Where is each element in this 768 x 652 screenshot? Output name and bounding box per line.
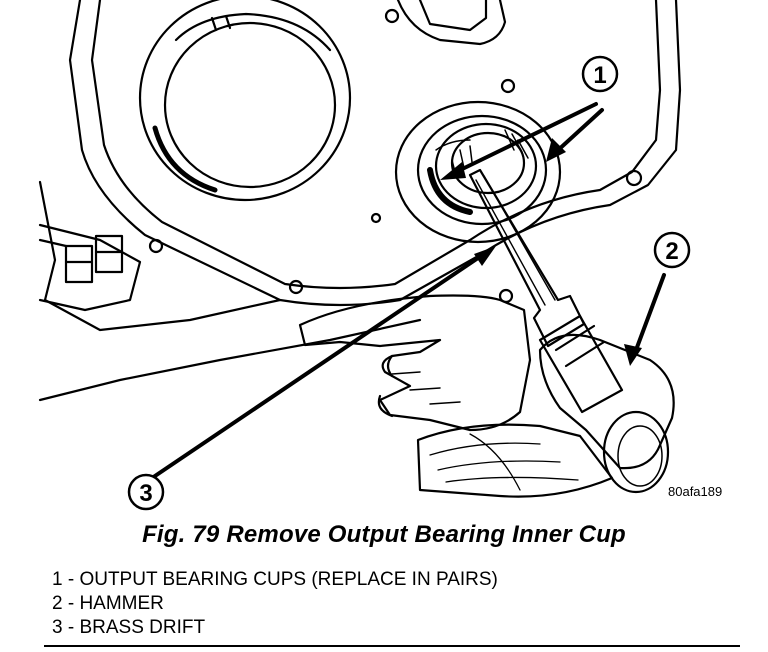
shift-detail	[38, 238, 124, 264]
bolt-hole	[370, 212, 382, 224]
callout-2-number: 2	[665, 238, 678, 265]
brass-drift-highlight	[475, 179, 546, 306]
arrowhead	[440, 162, 466, 180]
case-housing-inner-outline	[90, 0, 662, 290]
arrowhead	[624, 344, 642, 366]
callout-3-number: 3	[139, 480, 152, 507]
large-bore-outer	[138, 0, 352, 202]
figure-caption: Fig. 79 Remove Output Bearing Inner Cup	[142, 521, 626, 548]
shift-block	[94, 234, 124, 274]
case-bottom-edge	[38, 318, 422, 402]
output-bore-outer	[394, 100, 562, 244]
bore-shading	[435, 139, 471, 151]
legend-item: 2 - HAMMER	[52, 593, 164, 614]
arrowhead	[474, 246, 496, 266]
hammer-head	[538, 333, 675, 470]
arrowhead	[546, 138, 566, 162]
legend-item: 3 - BRASS DRIFT	[52, 617, 206, 638]
legend-item: 1 - OUTPUT BEARING CUPS (REPLACE IN PAIR…	[52, 569, 498, 590]
wood-block	[416, 423, 614, 498]
bolt-hole	[384, 8, 400, 24]
callout-1: 1	[581, 55, 619, 93]
figure-id: 80afa189	[668, 484, 723, 499]
leader-line-3	[150, 252, 486, 480]
bolt-hole	[288, 279, 304, 295]
output-bearing-cup	[434, 122, 538, 210]
legend-list: 1 - OUTPUT BEARING CUPS (REPLACE IN PAIR…	[52, 568, 498, 640]
large-bore-shadow	[152, 125, 218, 193]
leader-line-1a	[450, 102, 598, 176]
wood-grain	[429, 433, 579, 491]
finger-crease	[391, 371, 461, 405]
hand	[298, 294, 532, 432]
bolt-hole	[625, 169, 643, 187]
hammer-handle-band	[554, 324, 606, 368]
hammer-handle	[538, 314, 624, 414]
leader-line-1b	[554, 108, 604, 154]
hammer-face	[602, 410, 670, 494]
finger-outline	[377, 354, 394, 418]
bolt-hole	[148, 238, 164, 254]
case-rib	[418, 0, 488, 32]
callout-2: 2	[653, 231, 691, 269]
shift-block	[64, 244, 94, 284]
shift-lever	[38, 223, 142, 312]
callout-1-number: 1	[593, 62, 606, 89]
snap-ring	[174, 12, 332, 52]
output-bore-mid	[416, 114, 548, 226]
transfer-case-illustration: 1 2 3	[38, 0, 691, 511]
bolt-hole	[500, 78, 516, 94]
case-rib	[396, 0, 507, 46]
case-flange-edge	[38, 180, 282, 332]
snap-ring-gap	[210, 14, 232, 32]
bottom-rule	[44, 645, 740, 647]
leader-line-2	[634, 273, 666, 352]
callout-3: 3	[127, 473, 165, 511]
large-bore-inner	[163, 21, 337, 189]
brass-drift-highlight	[483, 175, 556, 301]
hammer-face-inner	[617, 425, 663, 487]
case-housing-outline	[68, 0, 682, 307]
bore-shading	[427, 167, 473, 215]
